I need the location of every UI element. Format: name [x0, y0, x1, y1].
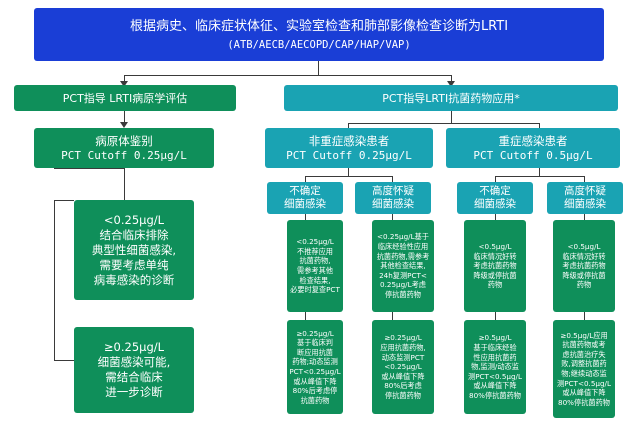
connector: [124, 75, 451, 76]
nonsevere-title: 非重症感染患者: [308, 134, 390, 148]
severe-suspected-high-note: ≥0.5μg/L应用 抗菌药物或考 虑抗菌治疗失 败,调整抗菌药 物;继续动态监…: [553, 320, 615, 418]
connector: [539, 168, 540, 176]
severe-title: 重症感染患者: [498, 134, 568, 148]
connector: [124, 168, 125, 200]
left-high-box: ≥0.25μg/L 细菌感染可能, 需结合临床 进一步诊断: [74, 327, 194, 413]
nonsevere-uncertain-label: 不确定 细菌感染: [267, 182, 343, 214]
arrow-head: [447, 81, 455, 87]
antibiotic-header: PCT指导LRTI抗菌药物应用*: [284, 85, 618, 111]
connector: [124, 75, 125, 85]
pathogen-identify-title: 病原体鉴别: [95, 134, 153, 148]
diagnosis-box: 根据病史、临床症状体征、实验室检查和肺部影像检查诊断为LRTI (ATB/AEC…: [34, 8, 604, 61]
connector: [54, 200, 74, 201]
severe-cutoff: PCT Cutoff 0.5μg/L: [473, 149, 593, 162]
connector: [392, 214, 393, 220]
nonsevere-uncertain-high-note: ≥0.25μg/L 基于临床判 断应用抗菌 药物;动态监测 PCT<0.25μg…: [287, 320, 343, 414]
connector: [54, 200, 55, 360]
arrow-head: [120, 81, 128, 87]
nonsevere-suspected-label: 高度怀疑 细菌感染: [355, 182, 431, 214]
connector: [495, 214, 496, 220]
connector: [348, 123, 539, 124]
connector: [392, 176, 393, 182]
diagnosis-title: 根据病史、临床症状体征、实验室检查和肺部影像检查诊断为LRTI: [129, 18, 509, 34]
etiology-header: PCT指导 LRTI病原学评估: [14, 85, 236, 111]
left-high-text: ≥0.25μg/L 细菌感染可能, 需结合临床 进一步诊断: [97, 340, 171, 399]
connector: [348, 123, 349, 128]
connector: [54, 168, 124, 169]
nonsevere-box: 非重症感染患者 PCT Cutoff 0.25μg/L: [265, 128, 433, 168]
connector: [305, 176, 306, 182]
severe-uncertain-label: 不确定 细菌感染: [457, 182, 533, 214]
severe-uncertain-high-note: ≥0.5μg/L 基于临床经验 性应用抗菌药 物,监测/动态监 测PCT<0.5…: [464, 320, 526, 414]
connector: [124, 111, 125, 126]
antibiotic-header-label: PCT指导LRTI抗菌药物应用*: [382, 91, 520, 105]
connector: [318, 60, 319, 75]
connector: [305, 214, 306, 220]
arrow-head: [120, 122, 128, 128]
left-low-box: <0.25μg/L 结合临床排除 典型性细菌感染, 需要考虑单纯 病毒感染的诊断: [74, 200, 194, 300]
connector: [54, 360, 74, 361]
connector: [495, 176, 496, 182]
severe-uncertain-low-note: <0.5μg/L 临床情况好转 考虑抗菌药物 降级或停抗菌 药物: [464, 220, 526, 312]
nonsevere-suspected-low-note: <0.25μg/L基于 临床经验性应用 抗菌药物,需参考 其他检查结果, 24h…: [372, 220, 434, 312]
etiology-header-label: PCT指导 LRTI病原学评估: [62, 91, 188, 105]
pathogen-identify-box: 病原体鉴别 PCT Cutoff 0.25μg/L: [34, 128, 214, 168]
connector: [451, 75, 452, 85]
connector: [584, 176, 585, 182]
severe-suspected-label: 高度怀疑 细菌感染: [547, 182, 623, 214]
nonsevere-suspected-high-note: ≥0.25μg/L 应用抗菌药物, 动态监测PCT <0.25μg/L 或从峰值…: [372, 320, 434, 414]
connector: [451, 111, 452, 123]
connector: [584, 214, 585, 220]
connector: [305, 312, 306, 320]
pathogen-identify-cutoff: PCT Cutoff 0.25μg/L: [61, 149, 187, 162]
connector: [584, 312, 585, 320]
nonsevere-uncertain-low-note: <0.25μg/L 不推荐应用 抗菌药物, 需参考其他 检查结果, 必要时复查P…: [287, 220, 343, 312]
left-low-text: <0.25μg/L 结合临床排除 典型性细菌感染, 需要考虑单纯 病毒感染的诊断: [91, 212, 177, 287]
nonsevere-cutoff: PCT Cutoff 0.25μg/L: [286, 149, 412, 162]
severe-box: 重症感染患者 PCT Cutoff 0.5μg/L: [446, 128, 620, 168]
severe-suspected-low-note: <0.5μg/L 临床情况好转 考虑抗菌药物 降级或停抗菌 药物: [553, 220, 615, 312]
connector: [539, 123, 540, 128]
connector: [392, 312, 393, 320]
connector: [348, 168, 349, 176]
diagnosis-subtitle: (ATB/AECB/AECOPD/CAP/HAP/VAP): [227, 38, 411, 51]
connector: [495, 312, 496, 320]
connector: [305, 176, 392, 177]
connector: [495, 176, 584, 177]
